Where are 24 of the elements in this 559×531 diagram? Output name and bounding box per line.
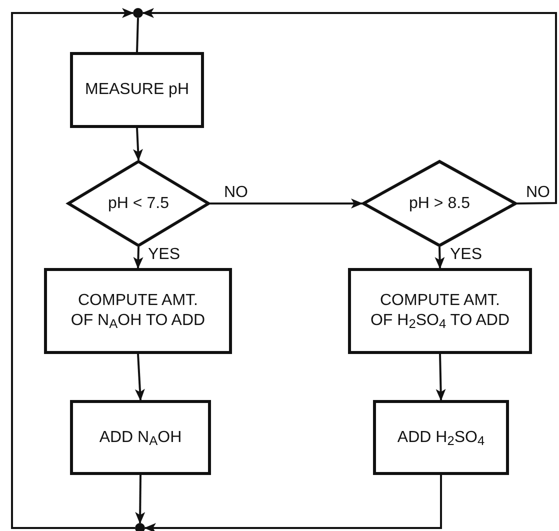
node-text: COMPUTE AMT. OF H$_{2}$SO$_{4}$ TO ADD: [369, 291, 511, 331]
process-box: [348, 268, 532, 354]
node-text: MEASURE pH: [84, 80, 190, 100]
flow-arrow: [434, 246, 445, 269]
flow-arrow: [11, 8, 135, 529]
flow-arrow: [133, 128, 143, 161]
process-box: [70, 400, 211, 475]
process-box: [70, 52, 204, 128]
node-text: pH > 8.5: [409, 194, 470, 214]
node-text: ADD H$_{2}$SO$_{4}$: [397, 428, 485, 448]
flow-arrow: [142, 8, 557, 204]
flow-arrow: [436, 354, 446, 401]
junction-dot: [133, 8, 143, 18]
flow-arrow: [144, 475, 442, 531]
node-text: ADD N$_{A}$OH: [99, 428, 182, 448]
flow-arrow: [210, 198, 363, 208]
flow-arrow: [133, 246, 144, 269]
flow-arrow: [134, 354, 145, 401]
node-text: COMPUTE AMT. OF N$_{A}$OH TO ADD: [70, 291, 206, 331]
process-box: [373, 400, 509, 475]
process-box: [44, 268, 232, 354]
node-text: pH < 7.5: [108, 194, 169, 214]
junction-dot: [135, 523, 145, 531]
flow-arrow: [135, 474, 146, 524]
